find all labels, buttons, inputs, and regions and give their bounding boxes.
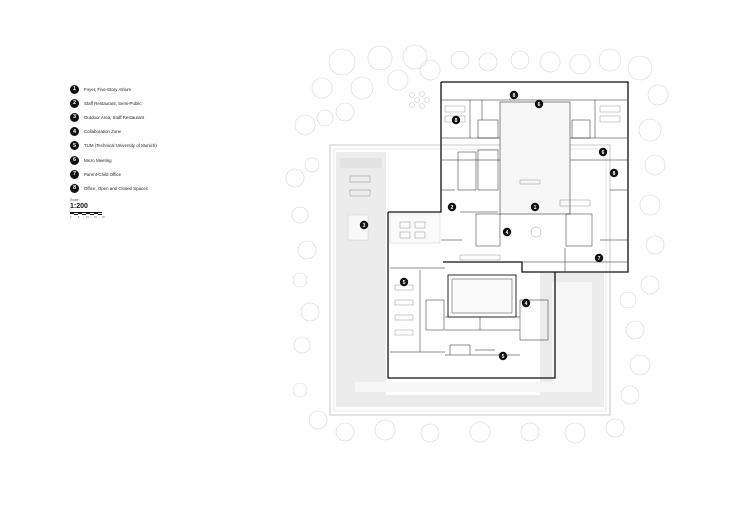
- marker-6-east: 6: [598, 147, 608, 157]
- scale-tick: 20: [102, 215, 105, 219]
- terrace: [329, 144, 611, 416]
- scale-caption: Scale: [70, 198, 79, 202]
- marker-6-north: 6: [534, 99, 544, 109]
- svg-text:6: 6: [538, 102, 541, 108]
- legend-item: 2 Staff Restaurant, Semi-Public: [70, 96, 157, 110]
- legend-item: 8 Office, Open and Closed Spaces: [70, 181, 157, 195]
- scale-ticks: 0 5 10 15 20: [70, 216, 110, 219]
- legend-number: 7: [70, 169, 79, 179]
- marker-7: 7: [594, 253, 604, 263]
- marker-8-north: 8: [509, 90, 519, 100]
- scale-tick: 15: [94, 215, 97, 219]
- svg-text:3: 3: [363, 223, 366, 229]
- scale-tick: 0: [70, 215, 72, 219]
- legend-number: 8: [70, 183, 79, 193]
- scale-tick: 5: [78, 215, 80, 219]
- marker-1: 1: [530, 202, 540, 212]
- svg-text:4: 4: [506, 230, 509, 236]
- legend-label: Foyer, Five-Story Atrium: [84, 86, 132, 92]
- legend-label: Outdoor Area, Staff Restaurant: [84, 114, 145, 120]
- svg-text:8: 8: [513, 93, 516, 99]
- legend-label: Office, Open and Closed Spaces: [84, 185, 148, 191]
- svg-text:7: 7: [598, 256, 601, 262]
- marker-8-east: 8: [609, 168, 619, 178]
- legend-label: Parent-Child Office: [84, 171, 122, 177]
- building: [387, 81, 629, 379]
- scale-value: 1:200: [70, 203, 88, 210]
- marker-4-center: 4: [502, 227, 512, 237]
- legend-number: 1: [70, 84, 79, 94]
- marker-3: 3: [359, 220, 369, 230]
- svg-text:2: 2: [451, 205, 454, 211]
- legend-number: 4: [70, 127, 79, 137]
- svg-text:5: 5: [502, 354, 505, 360]
- marker-5-south: 5: [498, 351, 508, 361]
- scale-indicator: Scale 1:200 0 5 10 15 20: [70, 198, 110, 219]
- marker-4-south: 4: [521, 298, 531, 308]
- legend: 1 Foyer, Five-Story Atrium 2 Staff Restaur…: [70, 82, 157, 196]
- legend-item: 5 TUM (Technical University of Munich): [70, 139, 157, 153]
- svg-text:8: 8: [613, 171, 616, 177]
- legend-label: Micro Meeting: [84, 157, 112, 163]
- legend-item: 4 Collaboration Zone: [70, 125, 157, 139]
- marker-2: 2: [447, 202, 457, 212]
- svg-text:5: 5: [403, 280, 406, 286]
- marker-5-west: 5: [399, 277, 409, 287]
- legend-number: 5: [70, 141, 79, 151]
- svg-text:8: 8: [455, 118, 458, 124]
- svg-text:6: 6: [602, 150, 605, 156]
- legend-number: 3: [70, 112, 79, 122]
- legend-label: TUM (Technical University of Munich): [84, 143, 157, 149]
- svg-text:1: 1: [534, 205, 537, 211]
- svg-text:4: 4: [525, 301, 528, 307]
- legend-item: 7 Parent-Child Office: [70, 167, 157, 181]
- scale-tick: 10: [86, 215, 89, 219]
- legend-label: Staff Restaurant, Semi-Public: [84, 100, 142, 106]
- legend-item: 3 Outdoor Area, Staff Restaurant: [70, 110, 157, 124]
- legend-number: 6: [70, 155, 79, 165]
- legend-number: 2: [70, 98, 79, 108]
- marker-8-northwest: 8: [451, 115, 461, 125]
- legend-item: 6 Micro Meeting: [70, 153, 157, 167]
- legend-label: Collaboration Zone: [84, 129, 122, 135]
- interior-walls: [390, 99, 628, 356]
- scale-bar: [70, 212, 110, 215]
- legend-item: 1 Foyer, Five-Story Atrium: [70, 82, 157, 96]
- round-seating: [409, 91, 430, 109]
